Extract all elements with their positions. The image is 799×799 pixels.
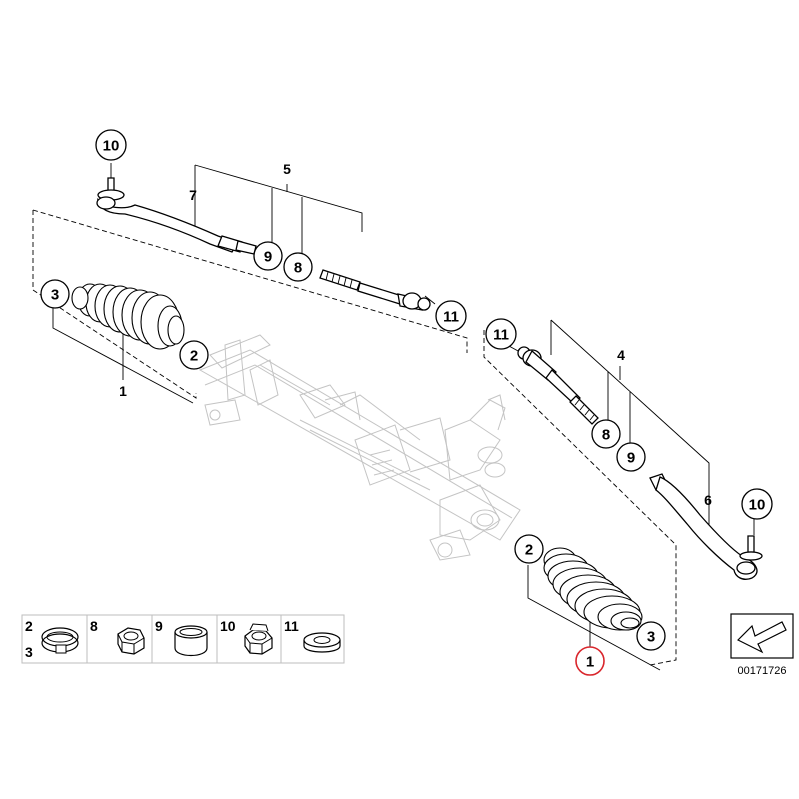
callout-8-right: 8: [591, 419, 621, 449]
callout-8-left: 8: [283, 252, 313, 282]
callout-10-top: 10: [95, 129, 127, 161]
callout-9-left: 9: [253, 241, 283, 271]
callout-10-right: 10: [741, 488, 773, 520]
label-5: 5: [283, 161, 291, 177]
self-locking-nut-icon: [244, 623, 273, 655]
assembly-frames: [32, 209, 677, 666]
callout-2-left: 2: [179, 340, 209, 370]
washer-icon: [303, 632, 341, 653]
orientation-arrow-icon: [730, 613, 794, 659]
callout-label: 2: [525, 542, 533, 559]
label-6: 6: [704, 492, 712, 508]
steering-rack-ghost: [198, 334, 521, 561]
callout-label: 3: [647, 629, 655, 646]
callout-label: 11: [443, 309, 459, 326]
callout-label: 1: [586, 654, 594, 671]
right-inner-tie-rod: [517, 346, 599, 425]
left-outer-tie-rod-end: [96, 177, 257, 255]
left-inner-tie-rod: [319, 269, 431, 311]
callout-label: 10: [103, 138, 120, 155]
callout-label: 2: [190, 348, 198, 365]
callout-label: 8: [602, 427, 610, 444]
left-bellows: [71, 283, 185, 350]
legend-label-3: 3: [25, 644, 33, 660]
right-bellows: [543, 547, 643, 631]
label-4: 4: [617, 347, 625, 363]
callout-9-right: 9: [616, 442, 646, 472]
hose-clamp-icon: [41, 627, 79, 654]
callout-3-left: 3: [40, 279, 70, 309]
legend-label-2: 2: [25, 618, 33, 634]
legend-label-9: 9: [155, 618, 163, 634]
callout-label: 9: [264, 249, 272, 266]
callout-1-highlighted: 1: [575, 646, 605, 676]
right-outer-tie-rod-end: [649, 473, 763, 580]
sleeve-ring-icon: [174, 625, 208, 657]
hex-nut-icon: [117, 627, 145, 655]
callout-label: 9: [627, 450, 635, 467]
diagram-number: 00171726: [738, 665, 787, 677]
callout-label: 3: [51, 287, 59, 304]
label-7: 7: [189, 187, 197, 203]
legend-label-10: 10: [220, 618, 236, 634]
callout-label: 11: [493, 327, 509, 344]
callout-label: 10: [749, 497, 766, 514]
label-1: 1: [119, 383, 127, 399]
callout-3-right: 3: [636, 621, 666, 651]
callout-2-right: 2: [514, 534, 544, 564]
callout-11-left: 11: [435, 300, 467, 332]
legend-strip: 2 3 8 9 10: [21, 614, 345, 664]
callout-11-right: 11: [485, 318, 517, 350]
legend-label-8: 8: [90, 618, 98, 634]
legend-label-11: 11: [284, 618, 299, 634]
leader-lines: [52, 163, 755, 671]
callout-label: 8: [294, 260, 302, 277]
